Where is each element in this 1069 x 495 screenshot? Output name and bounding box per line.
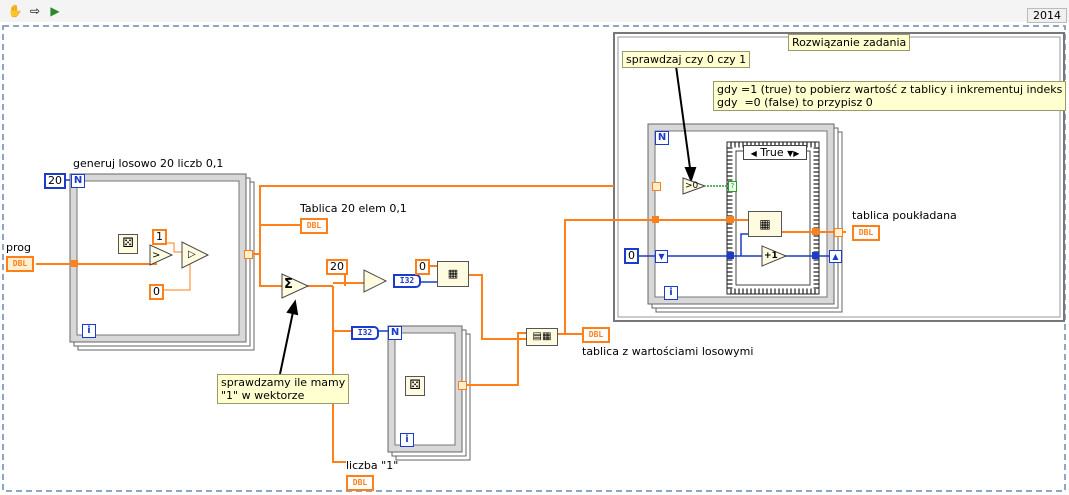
array20-indicator: DBL xyxy=(300,218,328,234)
random-array-indicator: DBL xyxy=(582,327,610,343)
increment-op: +1 xyxy=(764,251,778,261)
iteration-terminal: i xyxy=(82,324,96,338)
dice-icon: ⚄ xyxy=(118,234,138,254)
loop-count-constant[interactable]: 20 xyxy=(44,173,66,189)
note-check01: sprawdzaj czy 0 czy 1 xyxy=(622,51,751,68)
tunnel-out-3 xyxy=(834,228,843,237)
version-label: 2014 xyxy=(1027,8,1067,23)
one-constant[interactable]: 1 xyxy=(152,229,167,245)
case-dropdown-icon[interactable]: ▼▶ xyxy=(787,149,800,158)
prog-label: prog xyxy=(6,241,31,254)
operate-tool-icon[interactable]: ✋ xyxy=(7,4,23,18)
count-ones-indicator: DBL xyxy=(346,475,374,491)
array-init-constant[interactable]: 0 xyxy=(415,259,430,275)
loop3-count-terminal: N xyxy=(655,131,669,145)
node-shapes xyxy=(149,177,788,299)
blue-wires xyxy=(63,179,830,332)
note-check-count: sprawdzamy ile mamy "1" w wektorze xyxy=(217,374,350,404)
tunnel-in-3b xyxy=(652,216,659,223)
loop1-label: generuj losowo 20 liczb 0,1 xyxy=(73,157,224,170)
orange-wires xyxy=(36,185,846,463)
count-ones-label: liczba "1" xyxy=(346,459,399,472)
prog-control[interactable]: DBL xyxy=(6,256,34,272)
case-selector[interactable]: ◀ True ▼▶ xyxy=(743,145,807,160)
dice-icon-2: ⚄ xyxy=(405,376,425,396)
loop3-iteration-terminal: i xyxy=(664,286,678,300)
i32-conversion-2: I32 xyxy=(351,326,379,340)
for-loop-frame-1 xyxy=(69,173,255,351)
init-index-constant[interactable]: 0 xyxy=(624,248,639,264)
sorted-label: tablica poukładana xyxy=(852,209,957,222)
run-arrow-icon[interactable]: ▶ xyxy=(50,4,60,18)
note-rule: gdy =1 (true) to pobierz wartość z tabli… xyxy=(713,81,1067,111)
case-tunnel-index-in xyxy=(727,252,734,259)
highlight-execution-icon[interactable]: ⇨ xyxy=(29,4,41,18)
tunnel-prog xyxy=(71,260,78,267)
for-loop-frame-2 xyxy=(387,325,471,461)
shift-register-right-icon: ▲ xyxy=(829,250,842,263)
greater-zero-op: >0 xyxy=(685,181,699,191)
loop2-iteration-terminal: i xyxy=(400,433,414,447)
case-selector-terminal: ? xyxy=(728,181,737,192)
sorted-indicator: DBL xyxy=(852,225,880,241)
index-array-icon: ▦ xyxy=(748,211,782,237)
initialize-array-icon: ▦ xyxy=(437,261,469,287)
tunnel-in-3a xyxy=(652,182,661,191)
build-array-icon: ▤▦ xyxy=(526,328,558,346)
tunnel-out-1 xyxy=(244,250,253,259)
select-op-icon: ▷ xyxy=(188,249,196,260)
tunnel-out-2 xyxy=(458,381,467,390)
case-tunnel-in xyxy=(727,216,734,223)
case-tunnel-index-out xyxy=(812,252,819,259)
zero-constant[interactable]: 0 xyxy=(149,284,164,300)
twenty-constant[interactable]: 20 xyxy=(326,259,348,275)
case-tunnel-out xyxy=(812,228,819,235)
toolbar: ✋ ⇨ ▶ 2014 xyxy=(0,0,1069,23)
loop2-count-terminal: N xyxy=(388,326,402,340)
array20-label: Tablica 20 elem 0,1 xyxy=(300,202,407,215)
loop-count-terminal: N xyxy=(71,174,85,188)
solution-title: Rozwiązanie zadania xyxy=(788,34,911,51)
sum-op: Σ xyxy=(284,277,293,292)
i32-conversion-1: I32 xyxy=(393,274,421,288)
annotation-arrows xyxy=(279,65,697,375)
shift-register-left-icon: ▼ xyxy=(655,250,668,263)
greater-op: > xyxy=(152,250,161,261)
case-selector-label: True xyxy=(760,146,784,159)
case-prev-icon[interactable]: ◀ xyxy=(750,149,757,158)
random-array-label: tablica z wartościami losowymi xyxy=(582,345,754,358)
